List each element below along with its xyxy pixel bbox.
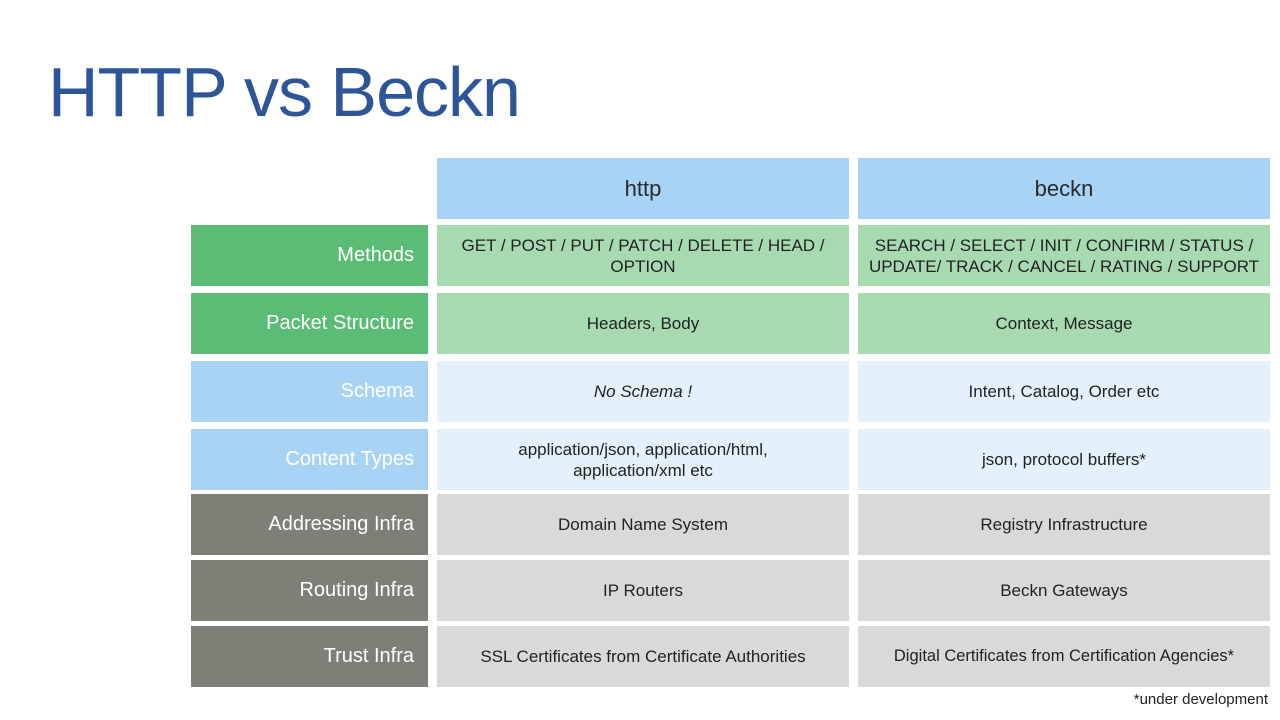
http-routing-infra-cell: IP Routers bbox=[437, 560, 849, 621]
row-label-routing-infra: Routing Infra bbox=[191, 560, 428, 621]
row-label-schema: Schema bbox=[191, 361, 428, 422]
column-header-http: http bbox=[437, 158, 849, 219]
http-addressing-infra-cell: Domain Name System bbox=[437, 494, 849, 555]
beckn-routing-infra-cell: Beckn Gateways bbox=[858, 560, 1270, 621]
row-label-trust-infra: Trust Infra bbox=[191, 626, 428, 687]
column-header-beckn: beckn bbox=[858, 158, 1270, 219]
footnote: *under development bbox=[1133, 691, 1268, 708]
beckn-methods-cell: SEARCH / SELECT / INIT / CONFIRM / STATU… bbox=[858, 225, 1270, 286]
http-schema-cell: No Schema ! bbox=[437, 361, 849, 422]
http-content-types-cell: application/json, application/html, appl… bbox=[437, 429, 849, 490]
http-methods-cell: GET / POST / PUT / PATCH / DELETE / HEAD… bbox=[437, 225, 849, 286]
beckn-content-types-cell: json, protocol buffers* bbox=[858, 429, 1270, 490]
beckn-schema-cell: Intent, Catalog, Order etc bbox=[858, 361, 1270, 422]
row-label-packet-structure: Packet Structure bbox=[191, 293, 428, 354]
beckn-trust-infra-cell: Digital Certificates from Certification … bbox=[858, 626, 1270, 687]
row-label-content-types: Content Types bbox=[191, 429, 428, 490]
beckn-packet-structure-cell: Context, Message bbox=[858, 293, 1270, 354]
http-packet-structure-cell: Headers, Body bbox=[437, 293, 849, 354]
row-label-methods: Methods bbox=[191, 225, 428, 286]
beckn-addressing-infra-cell: Registry Infrastructure bbox=[858, 494, 1270, 555]
row-label-addressing-infra: Addressing Infra bbox=[191, 494, 428, 555]
slide-title: HTTP vs Beckn bbox=[48, 53, 521, 131]
http-trust-infra-cell: SSL Certificates from Certificate Author… bbox=[437, 626, 849, 687]
